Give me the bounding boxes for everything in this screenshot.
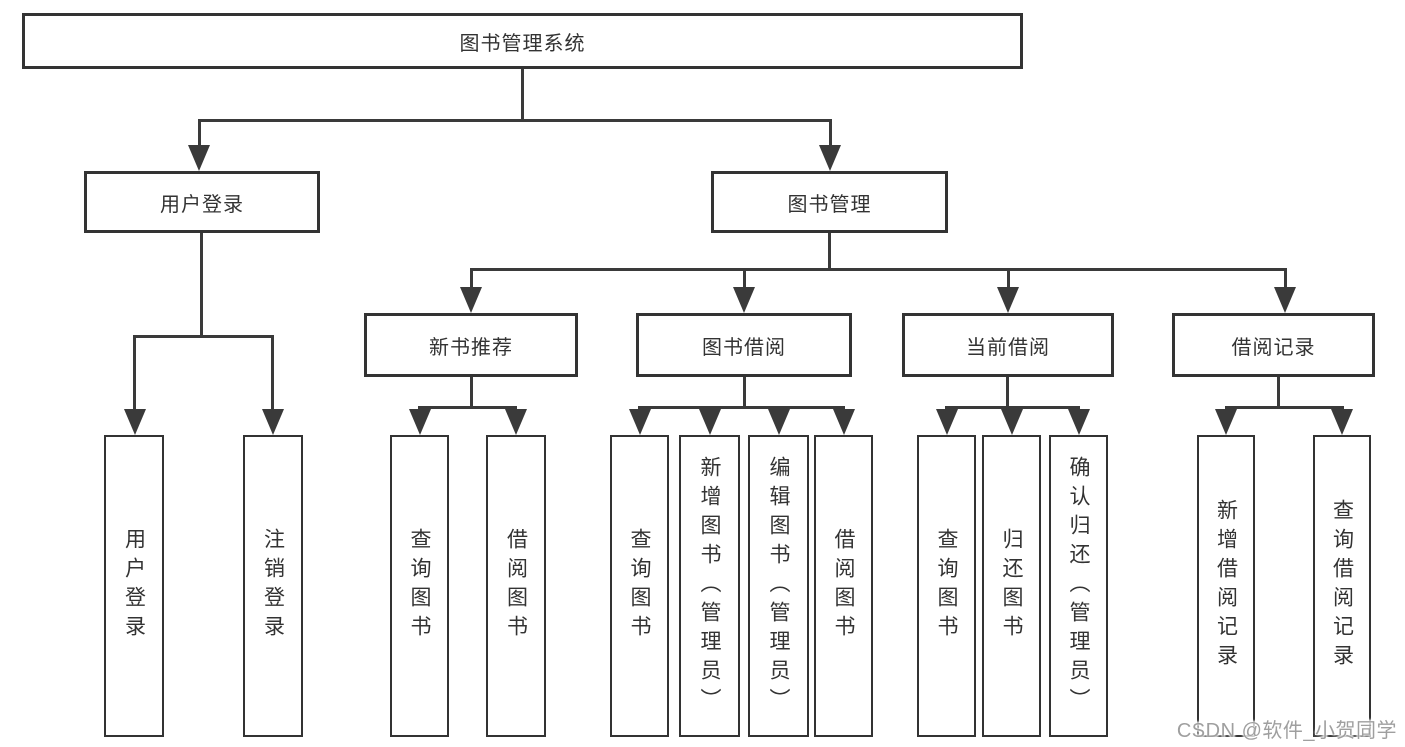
connector-line bbox=[1006, 377, 1009, 409]
node-current-borrowing-label: 当前借阅 bbox=[966, 336, 1050, 359]
connector-line bbox=[829, 119, 832, 149]
leaf-return-books: 归还图书 bbox=[982, 435, 1041, 737]
node-borrowing-records-label: 借阅记录 bbox=[1231, 336, 1316, 359]
connector-line bbox=[200, 233, 203, 338]
connector-line bbox=[271, 335, 274, 411]
connector-line bbox=[1277, 377, 1280, 409]
node-current-borrowing: 当前借阅 bbox=[902, 313, 1114, 377]
leaf-add-borrow-record: 新增借阅记录 bbox=[1197, 435, 1255, 737]
connector-line bbox=[828, 233, 831, 271]
arrow-down-icon bbox=[505, 409, 527, 435]
leaf-edit-books-admin: 编辑图书（管理员） bbox=[748, 435, 809, 737]
leaf-query-books-current-label: 查询图书 bbox=[935, 528, 958, 644]
arrow-down-icon bbox=[262, 409, 284, 435]
leaf-query-borrow-record-label: 查询借阅记录 bbox=[1330, 499, 1354, 673]
node-user-login-label: 用户登录 bbox=[160, 193, 244, 216]
arrow-down-icon bbox=[733, 287, 755, 313]
leaf-add-borrow-record-label: 新增借阅记录 bbox=[1214, 499, 1238, 673]
connector-line bbox=[133, 335, 136, 411]
connector-line bbox=[470, 268, 473, 290]
leaf-logout: 注销登录 bbox=[243, 435, 303, 737]
arrow-down-icon bbox=[936, 409, 958, 435]
node-book-borrowing: 图书借阅 bbox=[636, 313, 852, 377]
node-book-management: 图书管理 bbox=[711, 171, 948, 233]
leaf-query-books-borrowing: 查询图书 bbox=[610, 435, 669, 737]
arrow-down-icon bbox=[819, 145, 841, 171]
connector-line bbox=[198, 119, 201, 149]
node-root-label: 图书管理系统 bbox=[459, 32, 586, 55]
arrow-down-icon bbox=[460, 287, 482, 313]
connector-line bbox=[743, 268, 746, 290]
arrow-down-icon bbox=[997, 287, 1019, 313]
leaf-user-login: 用户登录 bbox=[104, 435, 164, 737]
arrow-down-icon bbox=[409, 409, 431, 435]
leaf-user-login-label: 用户登录 bbox=[122, 528, 146, 644]
leaf-query-books-current: 查询图书 bbox=[917, 435, 976, 737]
connector-line bbox=[1225, 406, 1343, 409]
arrow-down-icon bbox=[629, 409, 651, 435]
arrow-down-icon bbox=[833, 409, 855, 435]
connector-line bbox=[133, 335, 274, 338]
arrow-down-icon bbox=[1215, 409, 1237, 435]
leaf-confirm-return-admin: 确认归还（管理员） bbox=[1049, 435, 1108, 737]
leaf-query-books-newbook-label: 查询图书 bbox=[408, 528, 431, 644]
arrow-down-icon bbox=[1068, 409, 1090, 435]
node-user-login: 用户登录 bbox=[84, 171, 320, 233]
connector-line bbox=[470, 268, 1287, 271]
leaf-borrow-books-newbook: 借阅图书 bbox=[486, 435, 546, 737]
leaf-add-books-admin: 新增图书（管理员） bbox=[679, 435, 740, 737]
connector-line bbox=[743, 377, 746, 409]
leaf-confirm-return-admin-label: 确认归还（管理员） bbox=[1067, 455, 1090, 717]
leaf-logout-label: 注销登录 bbox=[261, 528, 285, 644]
arrow-down-icon bbox=[1331, 409, 1353, 435]
node-new-book-recommend-label: 新书推荐 bbox=[429, 336, 513, 359]
leaf-borrow-books-borrowing: 借阅图书 bbox=[814, 435, 873, 737]
leaf-add-books-admin-label: 新增图书（管理员） bbox=[698, 455, 721, 717]
node-book-borrowing-label: 图书借阅 bbox=[702, 336, 786, 359]
arrow-down-icon bbox=[124, 409, 146, 435]
leaf-query-books-borrowing-label: 查询图书 bbox=[628, 528, 651, 644]
arrow-down-icon bbox=[1001, 409, 1023, 435]
leaf-query-books-newbook: 查询图书 bbox=[390, 435, 449, 737]
csdn-watermark: CSDN @软件_小贺同学 bbox=[1176, 720, 1397, 742]
node-root: 图书管理系统 bbox=[22, 13, 1023, 69]
arrow-down-icon bbox=[188, 145, 210, 171]
connector-line bbox=[638, 406, 844, 409]
connector-line bbox=[198, 119, 832, 122]
leaf-borrow-books-borrowing-label: 借阅图书 bbox=[832, 528, 855, 644]
arrow-down-icon bbox=[768, 409, 790, 435]
connector-line bbox=[1284, 268, 1287, 290]
node-borrowing-records: 借阅记录 bbox=[1172, 313, 1375, 377]
leaf-borrow-books-newbook-label: 借阅图书 bbox=[504, 528, 528, 644]
connector-line bbox=[470, 377, 473, 409]
arrow-down-icon bbox=[699, 409, 721, 435]
leaf-return-books-label: 归还图书 bbox=[1000, 528, 1023, 644]
leaf-edit-books-admin-label: 编辑图书（管理员） bbox=[767, 455, 790, 717]
connector-line bbox=[418, 406, 517, 409]
connector-line bbox=[521, 69, 524, 121]
node-new-book-recommend: 新书推荐 bbox=[364, 313, 578, 377]
arrow-down-icon bbox=[1274, 287, 1296, 313]
node-book-management-label: 图书管理 bbox=[787, 193, 872, 216]
connector-line bbox=[1007, 268, 1010, 290]
leaf-query-borrow-record: 查询借阅记录 bbox=[1313, 435, 1371, 737]
